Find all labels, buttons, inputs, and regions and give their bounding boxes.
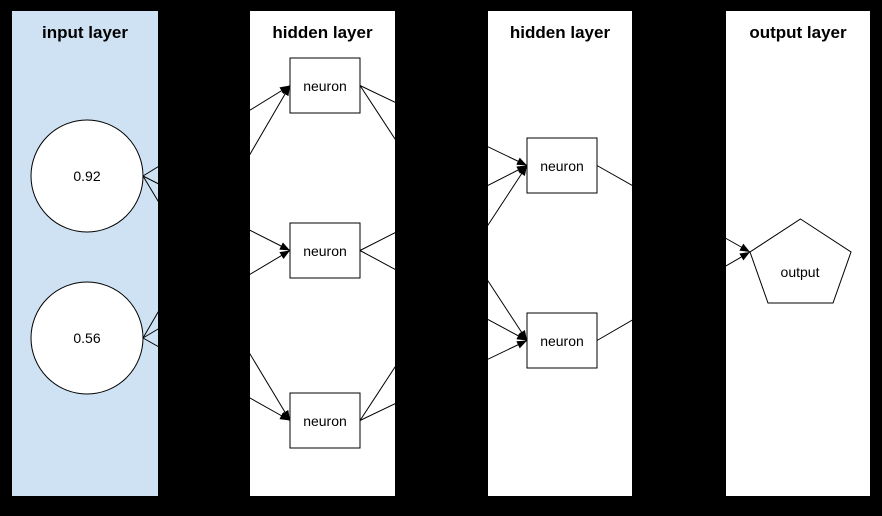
title-hidden-layer-1: hidden layer [272,23,373,42]
output-pentagon [749,218,852,304]
panel-hidden-layer-2 [488,11,632,496]
hidden1-neuron-box-2 [289,222,361,279]
input-value-2: 0.56 [73,330,100,346]
hidden2-neuron-box-2 [526,312,598,369]
hidden1-neuron-label-2: neuron [303,243,347,259]
panel-gap-2 [395,0,488,516]
title-input-layer: input layer [42,23,128,42]
panel-input-layer [12,11,158,496]
title-hidden-layer-2: hidden layer [510,23,611,42]
hidden1-neuron-label-3: neuron [303,413,347,429]
input-node-circle-2 [30,281,144,395]
hidden2-neuron-label-2: neuron [540,333,584,349]
panel-gap-3 [632,0,726,516]
output-label: output [781,264,820,280]
title-output-layer: output layer [749,23,847,42]
hidden1-neuron-box-3 [289,392,361,449]
input-value-1: 0.92 [73,168,100,184]
panel-gap-1 [158,0,250,516]
hidden1-neuron-label-1: neuron [303,78,347,94]
hidden1-neuron-box-1 [289,57,361,114]
hidden2-neuron-box-1 [526,137,598,194]
hidden2-neuron-label-1: neuron [540,158,584,174]
input-node-circle-1 [30,119,144,233]
